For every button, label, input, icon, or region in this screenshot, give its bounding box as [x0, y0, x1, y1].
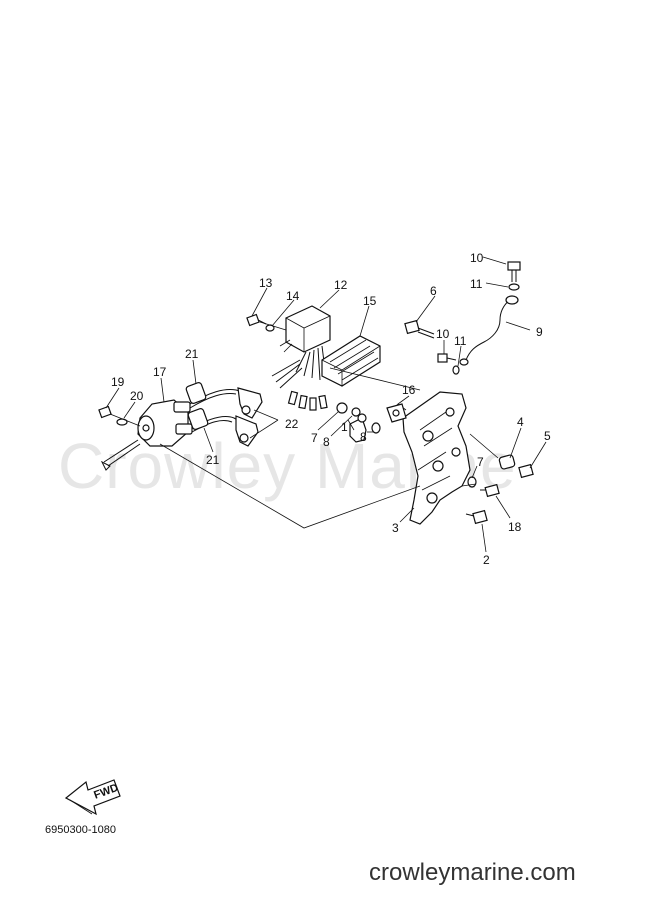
bolt-part-2: [465, 509, 488, 525]
callout-18: 18: [508, 520, 522, 534]
washer-part-7-left: [336, 402, 348, 414]
screw-part-10-upper: [507, 261, 521, 282]
callout-11-lower: 11: [454, 334, 467, 348]
cdi-unit-part-12: [271, 305, 331, 411]
ground-lead-part-9: [459, 295, 519, 366]
bolt-part-18: [480, 483, 500, 498]
plate-part-1: [349, 413, 367, 443]
callout-1: 1: [341, 420, 348, 434]
callout-22: 22: [285, 417, 299, 431]
ignition-coil-part-17: [100, 399, 193, 471]
callout-6: 6: [430, 284, 437, 298]
bolt-part-5: [518, 463, 534, 479]
callout-16: 16: [402, 383, 416, 397]
callout-10-lower: 10: [436, 327, 450, 341]
callout-2: 2: [483, 553, 490, 567]
washer-part-8-upper: [351, 407, 361, 417]
washer-part-7-right: [467, 476, 477, 488]
callout-19: 19: [111, 375, 125, 389]
clip-part-16: [386, 403, 407, 423]
callout-21-lower: 21: [206, 453, 220, 467]
callout-12: 12: [334, 278, 348, 292]
callout-labels: 10 11 9 13 14 12 15 6 10 11 16 21 17 19 …: [111, 251, 551, 567]
fwd-arrow-icon: FWD: [64, 779, 121, 816]
part-code: 6950300-1080: [45, 824, 116, 836]
callout-17: 17: [153, 365, 167, 379]
callout-3: 3: [392, 521, 399, 535]
screw-part-10-lower: [437, 353, 457, 363]
callout-14: 14: [286, 289, 300, 303]
callout-7-right: 7: [477, 455, 484, 469]
callout-4: 4: [517, 415, 524, 429]
callout-7-left: 7: [311, 431, 318, 445]
callout-9: 9: [536, 325, 543, 339]
bolt-part-6: [404, 319, 435, 339]
callout-11-upper: 11: [470, 277, 483, 291]
washer-part-8-lower: [371, 422, 381, 434]
callout-15: 15: [363, 294, 377, 308]
callout-8-upper: 8: [323, 435, 330, 449]
bolt-part-13: [246, 313, 267, 327]
callout-10-upper: 10: [470, 251, 484, 265]
callout-20: 20: [130, 389, 144, 403]
washer-part-11-upper: [508, 283, 520, 291]
callout-13: 13: [259, 276, 273, 290]
washer-part-11-lower: [452, 365, 460, 375]
callout-8-lower: 8: [360, 430, 367, 444]
collar-part-4: [498, 454, 516, 470]
footer-url: crowleymarine.com: [369, 859, 576, 886]
assembly-lines: [109, 321, 499, 529]
bolt-part-19: [98, 405, 112, 419]
callout-21-upper: 21: [185, 347, 199, 361]
leader-lines: [105, 256, 547, 553]
callout-5: 5: [544, 429, 551, 443]
